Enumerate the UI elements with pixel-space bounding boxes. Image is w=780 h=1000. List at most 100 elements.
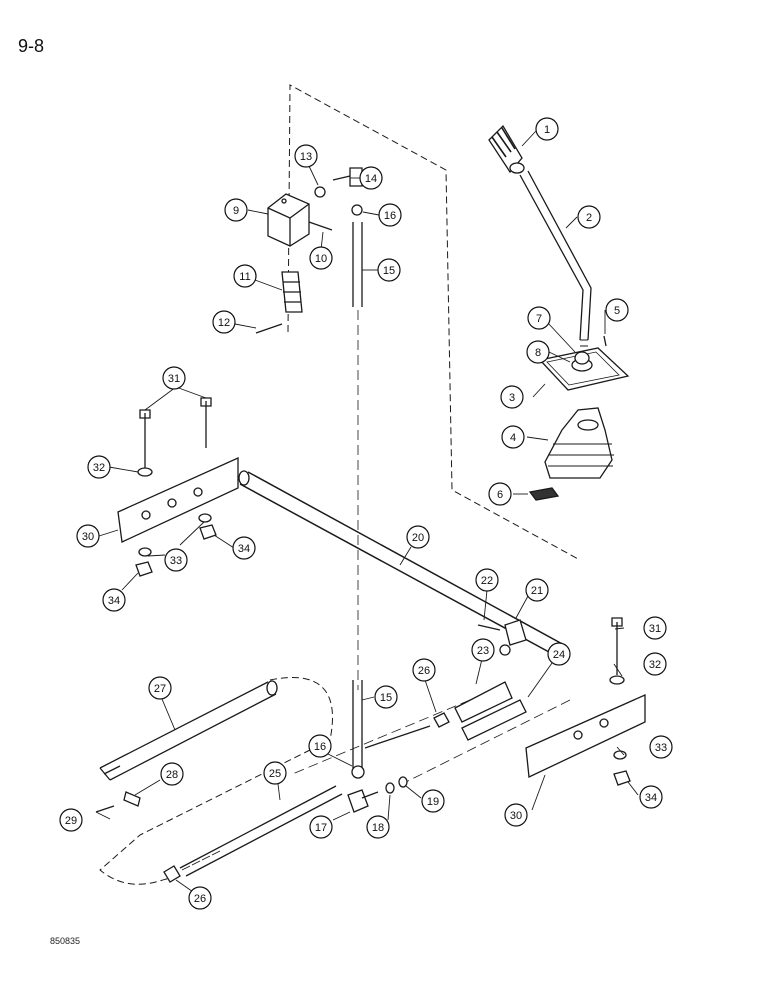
svg-text:13: 13 — [300, 151, 312, 163]
callout-26-mid: 26 — [412, 658, 436, 682]
svg-text:33: 33 — [655, 742, 667, 754]
svg-text:9: 9 — [233, 205, 239, 217]
svg-text:26: 26 — [418, 665, 430, 677]
phantom-outline-lower — [99, 677, 333, 885]
block-pin — [308, 221, 333, 231]
svg-text:16: 16 — [314, 741, 326, 753]
leader-lines — [95, 130, 639, 895]
svg-text:28: 28 — [166, 769, 178, 781]
cotter-pin-29 — [95, 805, 115, 813]
clevis-24 — [461, 699, 527, 741]
svg-text:16: 16 — [384, 210, 396, 222]
svg-text:17: 17 — [315, 822, 327, 834]
svg-text:31: 31 — [649, 623, 661, 635]
callout-27: 27 — [148, 676, 172, 700]
callout-8: 8 — [526, 340, 550, 364]
tube-27 — [99, 680, 278, 781]
washer-18-19 — [385, 776, 408, 794]
washer-32-left — [137, 467, 153, 477]
callout-31-right: 31 — [643, 616, 667, 640]
nut-34-mid — [199, 524, 217, 540]
nut-26-mid — [433, 712, 450, 728]
svg-text:7: 7 — [536, 313, 542, 325]
shaft-pin — [255, 323, 283, 334]
callout-5: 5 — [605, 298, 629, 322]
centerline-dash — [289, 310, 571, 786]
boot-clip — [528, 487, 560, 501]
threaded-rod-15-lower — [352, 680, 363, 768]
small-nut-13 — [314, 186, 326, 198]
svg-text:6: 6 — [497, 489, 503, 501]
svg-text:34: 34 — [108, 595, 120, 607]
svg-text:22: 22 — [481, 575, 493, 587]
svg-text:33: 33 — [170, 555, 182, 567]
lever-pin — [603, 335, 607, 347]
svg-text:2: 2 — [586, 212, 592, 224]
callout-22: 22 — [475, 568, 499, 592]
svg-text:15: 15 — [383, 265, 395, 277]
svg-text:34: 34 — [238, 543, 250, 555]
callout-1: 1 — [535, 117, 559, 141]
callout-31-left: 31 — [162, 366, 186, 390]
svg-text:30: 30 — [82, 531, 94, 543]
figure-code: 850835 — [50, 936, 81, 946]
callout-34-mid: 34 — [232, 536, 256, 560]
phantom-outline-upper — [287, 84, 581, 561]
svg-text:32: 32 — [93, 462, 105, 474]
svg-text:14: 14 — [365, 173, 377, 185]
svg-text:21: 21 — [531, 585, 543, 597]
collar-21 — [499, 619, 527, 656]
svg-text:34: 34 — [645, 792, 657, 804]
callout-16-lower: 16 — [308, 734, 332, 758]
nut-34-right — [613, 770, 631, 786]
washer-32-right — [609, 675, 625, 685]
callout-32-left: 32 — [87, 455, 111, 479]
callout-33-left: 33 — [164, 548, 188, 572]
callout-10: 10 — [309, 246, 333, 270]
bolt-31-right — [611, 617, 623, 675]
svg-text:30: 30 — [510, 810, 522, 822]
callout-25: 25 — [263, 761, 287, 785]
clevis-pin-28 — [123, 791, 141, 807]
shift-knob — [488, 124, 525, 174]
svg-text:18: 18 — [372, 822, 384, 834]
svg-text:24: 24 — [553, 649, 565, 661]
svg-text:1: 1 — [544, 124, 550, 136]
svg-text:25: 25 — [269, 768, 281, 780]
callout-3: 3 — [500, 385, 524, 409]
svg-text:11: 11 — [239, 271, 250, 283]
callout-15-upper: 15 — [377, 258, 401, 282]
svg-text:29: 29 — [65, 815, 77, 827]
nut-16-lower — [351, 765, 365, 779]
callout-32-right: 32 — [643, 652, 667, 676]
callout-15-lower: 15 — [374, 685, 398, 709]
svg-text:27: 27 — [154, 683, 166, 695]
svg-text:19: 19 — [427, 796, 439, 808]
page-number: 9-8 — [18, 36, 45, 56]
callout-19: 19 — [421, 789, 445, 813]
svg-text:12: 12 — [218, 317, 230, 329]
callout-17: 17 — [309, 815, 333, 839]
svg-text:4: 4 — [510, 432, 516, 444]
callout-7: 7 — [527, 306, 551, 330]
ball-joint-17 — [347, 789, 379, 813]
nut-34-left — [135, 561, 153, 577]
callout-13: 13 — [294, 144, 318, 168]
svg-text:32: 32 — [649, 659, 661, 671]
washer-33-right — [613, 750, 627, 760]
bolt-31-left-b — [200, 397, 212, 448]
svg-text:20: 20 — [412, 532, 424, 544]
roll-pin-22 — [477, 624, 501, 631]
svg-text:5: 5 — [614, 305, 620, 317]
callout-21: 21 — [525, 578, 549, 602]
callout-23: 23 — [471, 638, 495, 662]
callout-14: 14 — [359, 166, 383, 190]
callout-4: 4 — [501, 425, 525, 449]
callout-34-left: 34 — [102, 588, 126, 612]
callout-18: 18 — [366, 815, 390, 839]
callout-30-right: 30 — [504, 803, 528, 827]
bracket-30-right — [525, 693, 646, 778]
callout-29: 29 — [59, 808, 83, 832]
rubber-boot — [544, 407, 614, 479]
svg-text:10: 10 — [315, 253, 327, 265]
